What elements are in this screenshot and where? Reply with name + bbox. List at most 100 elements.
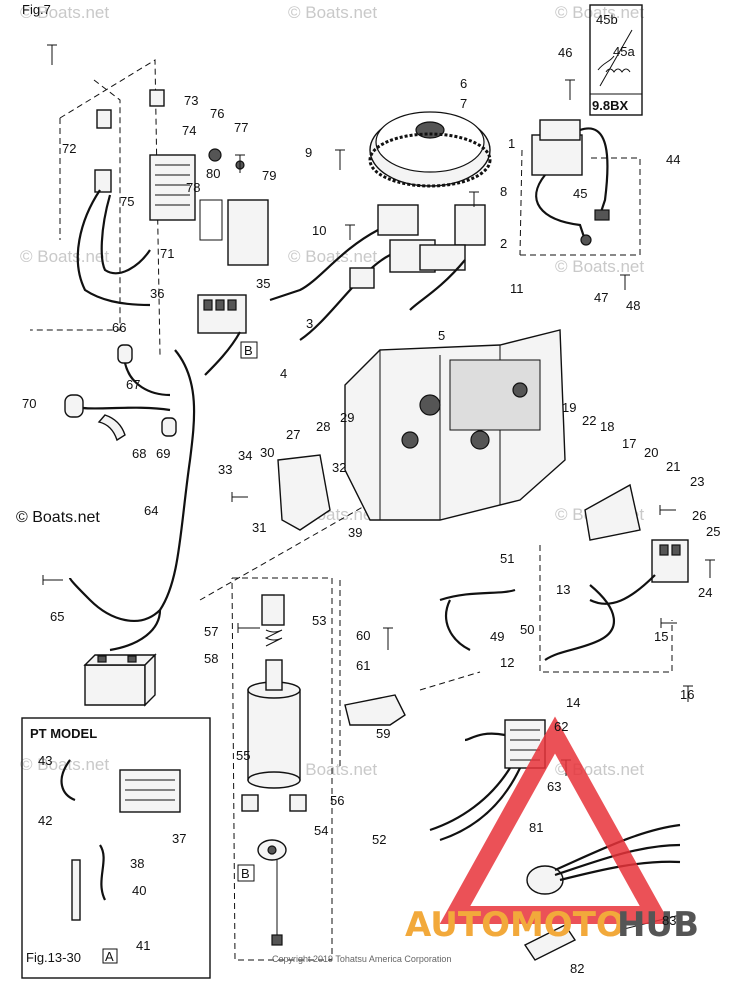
flywheel-icon [368,111,492,188]
part-label-29: 29 [340,410,354,425]
harness-branch-icon [109,609,162,652]
part-label-18: 18 [600,419,614,434]
automotohub-logo: AUTOMOTO HUB [405,716,699,945]
part-label-66: 66 [112,320,126,335]
part-label-62: 62 [554,719,568,734]
ref-box-b-label-1: B [244,343,253,358]
part-label-1: 1 [508,136,515,151]
part-label-35: 35 [256,276,270,291]
part-label-78: 78 [186,180,200,195]
part-label-38: 38 [130,856,144,871]
variant-part-45b: 45b [596,12,618,27]
part-label-47: 47 [594,290,608,305]
part-label-52: 52 [372,832,386,847]
part-label-17: 17 [622,436,636,451]
part-label-44: 44 [666,152,680,167]
part-label-25: 25 [706,524,720,539]
part-label-63: 63 [547,779,561,794]
part-label-68: 68 [132,446,146,461]
part-label-43: 43 [38,753,52,768]
ignition-coil-icon [531,119,610,246]
part-label-2: 2 [500,236,507,251]
part-label-7: 7 [460,96,467,111]
figure-ref: Fig.7 [22,2,51,17]
engine-block-icon [344,329,566,521]
part-label-16: 16 [680,687,694,702]
part-label-36: 36 [150,286,164,301]
spring-wire-icon [597,29,633,87]
svg-text:© Boats.net: © Boats.net [555,257,644,276]
svg-text:© Boats.net: © Boats.net [288,3,377,22]
pulser-coil-icon [349,267,375,289]
part-label-12: 12 [500,655,514,670]
part-label-79: 79 [262,168,276,183]
part-label-75: 75 [120,194,134,209]
part-label-26: 26 [692,508,706,523]
relay-24-icon [589,539,689,605]
part-label-11: 11 [510,281,524,296]
ref-box-b-1 [240,341,258,359]
part-label-59: 59 [376,726,390,741]
svg-text:© Boats.net: © Boats.net [288,760,377,779]
part-label-23: 23 [690,474,704,489]
part-label-50: 50 [520,622,534,637]
part-label-82: 82 [570,961,584,976]
bolt-icons [42,44,715,776]
part-label-51: 51 [500,551,514,566]
part-label-80: 80 [206,166,220,181]
part-label-58: 58 [204,651,218,666]
part-label-24: 24 [698,585,712,600]
part-label-56: 56 [330,793,344,808]
part-label-74: 74 [182,123,196,138]
svg-text:© Boats.net: © Boats.net [288,247,377,266]
harness-49-icon [439,588,516,602]
part-label-81: 81 [529,820,543,835]
part-label-77: 77 [234,120,248,135]
stator-coil-icon [269,204,486,341]
part-label-72: 72 [62,141,76,156]
part-label-55: 55 [236,748,250,763]
part-label-57: 57 [204,624,218,639]
part-label-37: 37 [172,831,186,846]
part-label-4: 4 [280,366,287,381]
ref-box-b-2 [237,864,255,882]
part-label-32: 32 [332,460,346,475]
pt-unit-37-icon [60,759,181,921]
copyright-line: Copyright 2019 Tohatsu America Corporati… [272,954,451,964]
part-label-42: 42 [38,813,52,828]
rectifier-62-icon [429,719,546,842]
sleeve-82-icon [523,924,577,961]
part-label-53: 53 [312,613,326,628]
part-label-15: 15 [654,629,668,644]
part-label-19: 19 [562,400,576,415]
variant-part-45a: 45a [613,44,635,59]
svg-text:© Boats.net: © Boats.net [20,3,109,22]
part-label-10: 10 [312,223,326,238]
variant-box-label: 9.8BX [592,98,628,113]
part-label-9: 9 [305,145,312,160]
part-label-31: 31 [252,520,266,535]
pt-model-box [21,717,211,979]
part-number-labels: 1234567891011121314151617181920212223242… [22,45,720,976]
spring-icon [605,68,631,73]
part-label-41: 41 [136,938,150,953]
part-label-45: 45 [573,186,587,201]
part-label-27: 27 [286,427,300,442]
part-label-67: 67 [126,377,140,392]
part-label-64: 64 [144,503,158,518]
part-label-69: 69 [156,446,170,461]
bracket-27-icon [277,454,331,531]
svg-text:© Boats.net: © Boats.net [20,247,109,266]
part-label-46: 46 [558,45,572,60]
part-label-33: 33 [218,462,232,477]
cdi-unit-icon [197,294,247,376]
part-label-5: 5 [438,328,445,343]
part-label-14: 14 [566,695,580,710]
part-label-6: 6 [460,76,467,91]
part-label-61: 61 [356,658,370,673]
ref-box-a [102,948,118,964]
part-label-34: 34 [238,448,252,463]
regulator-group-icon [76,89,269,307]
part-label-71: 71 [160,246,174,261]
